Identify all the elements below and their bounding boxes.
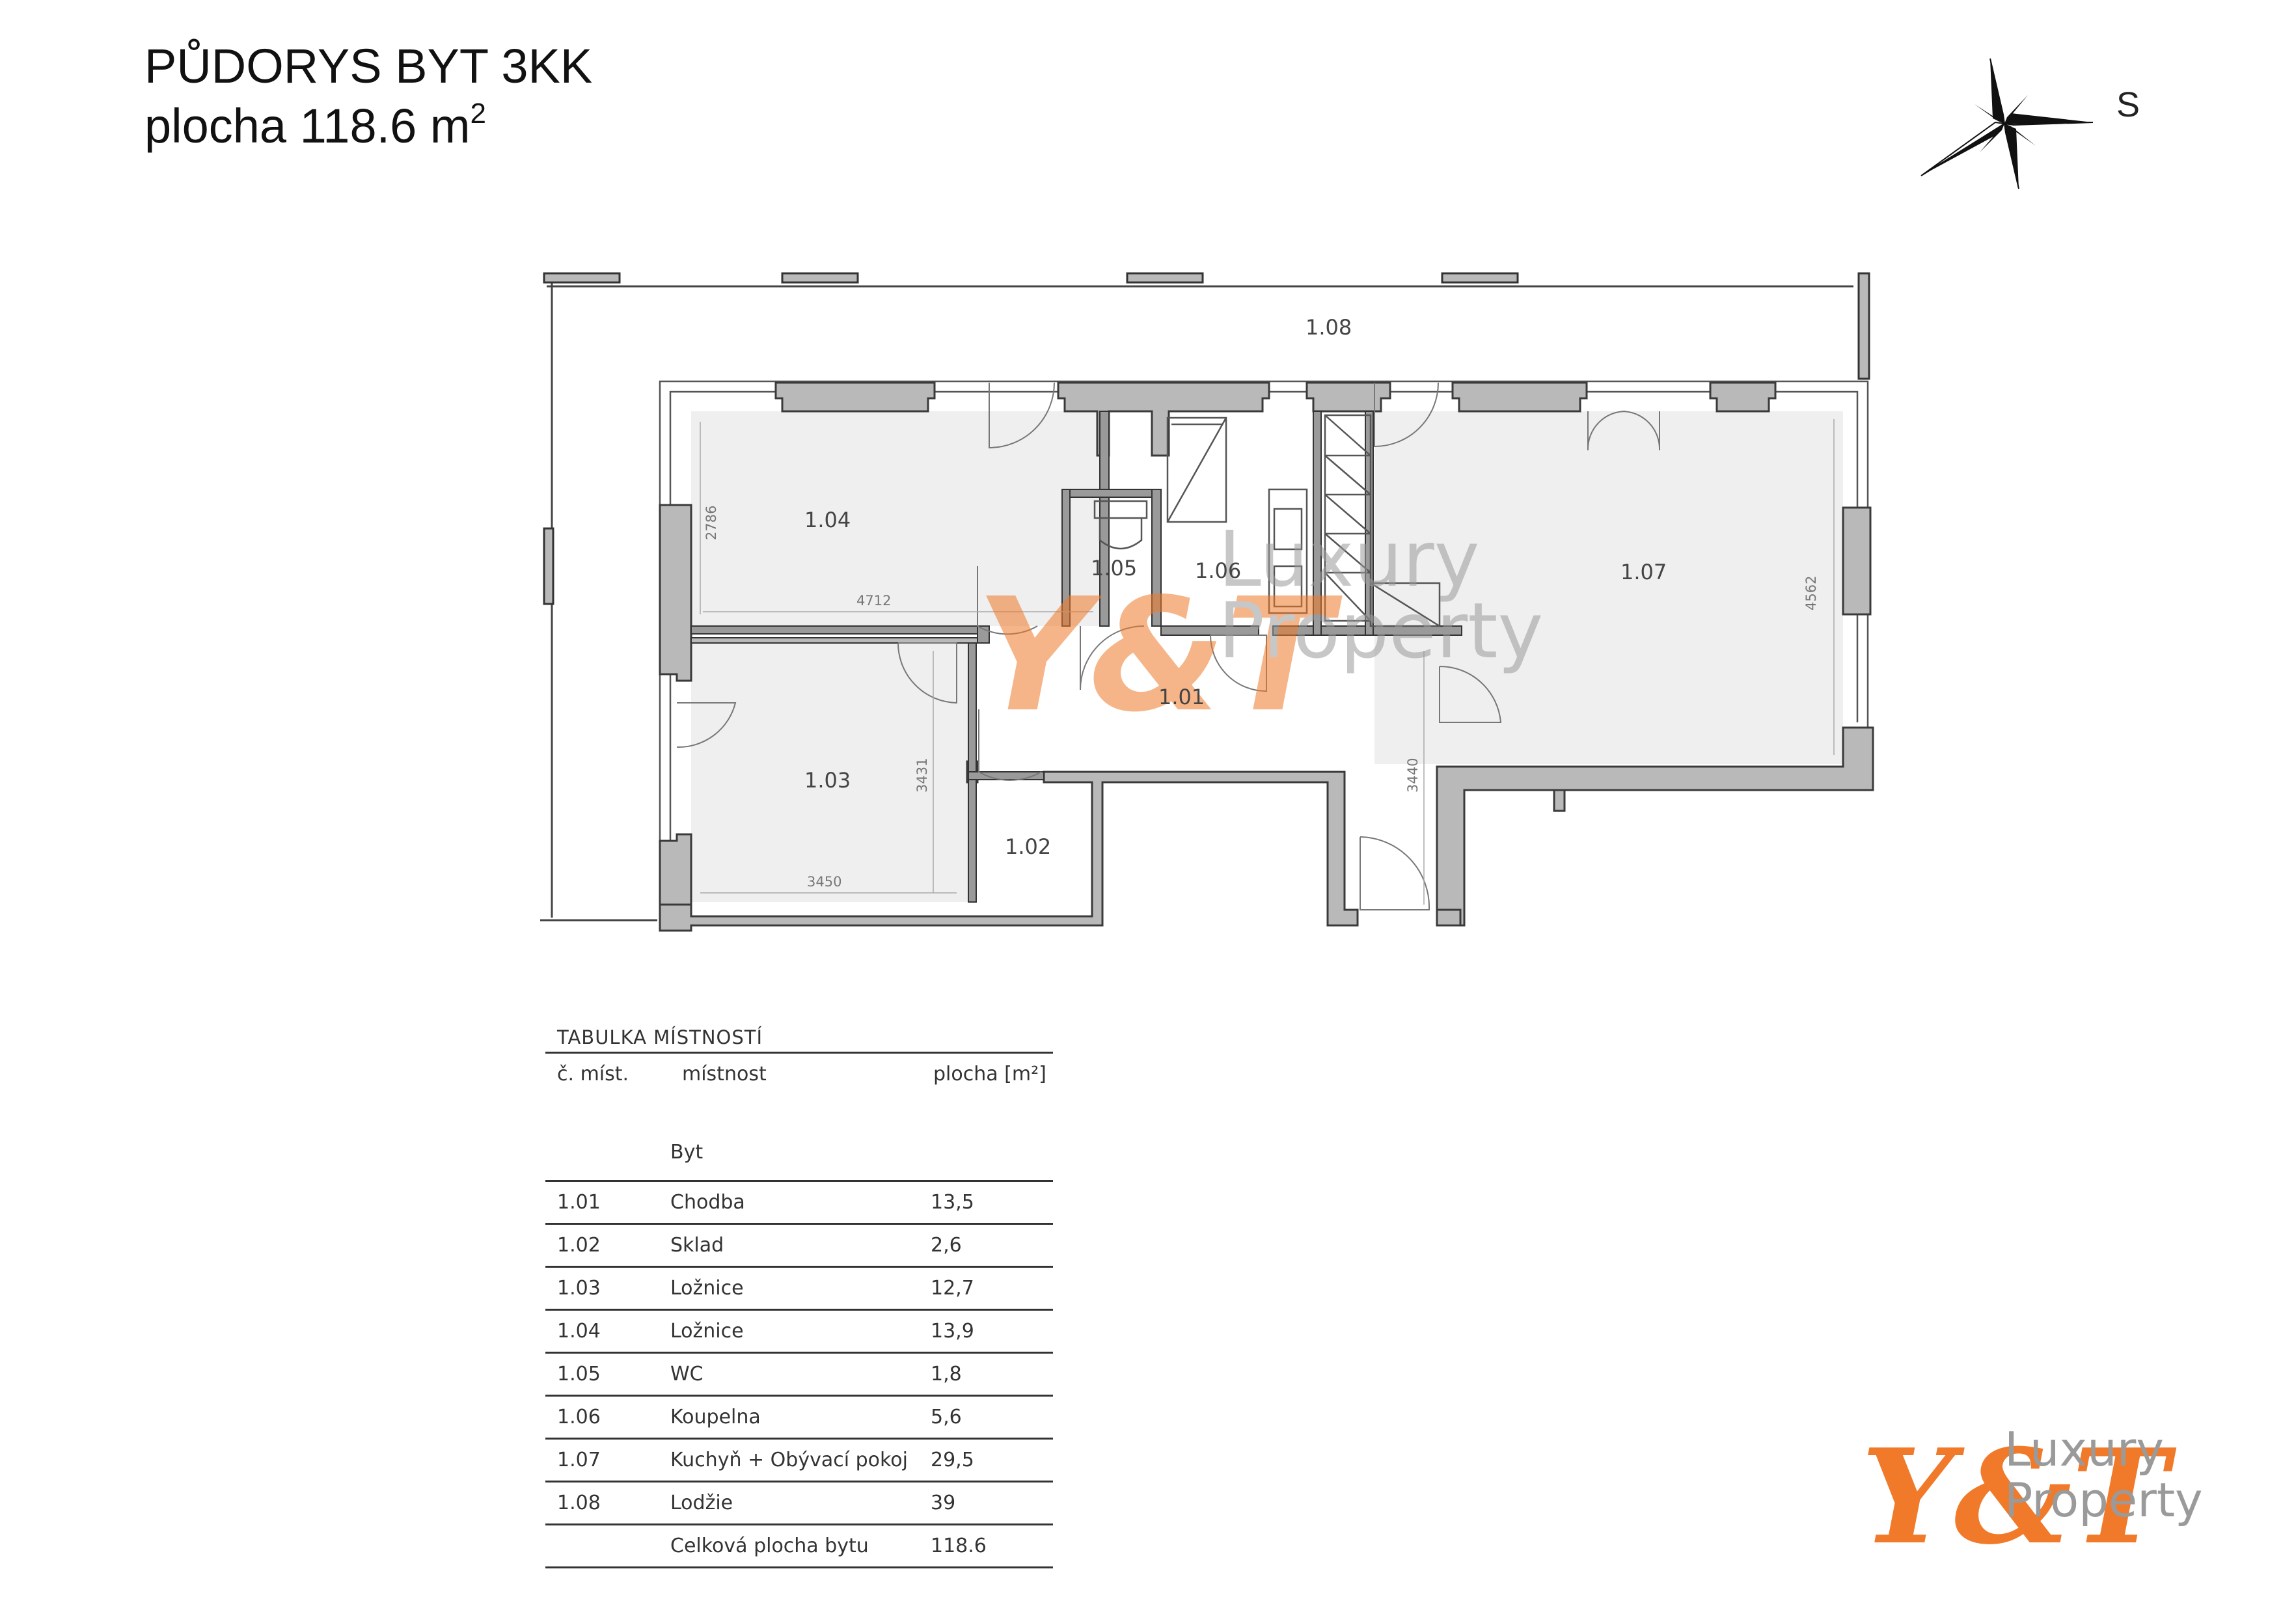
dimension-lines <box>700 419 1835 905</box>
rooms-table: TABULKA MÍSTNOSTÍ č. míst. místnost ploc… <box>545 1014 1053 1568</box>
room-label-1-05: 1.05 <box>1091 556 1137 581</box>
room-label-1-02: 1.02 <box>1005 834 1051 859</box>
table-row: 1.02 Sklad 2,6 <box>545 1225 1053 1268</box>
dimension-3440: 3440 <box>1405 758 1421 793</box>
loggia-railing <box>543 272 1870 605</box>
room-label-1-07: 1.07 <box>1620 560 1667 584</box>
room-label-1-01: 1.01 <box>1158 685 1205 709</box>
brand-line1: Luxury <box>2004 1422 2164 1477</box>
cell-room: Koupelna <box>670 1406 761 1428</box>
total-area: 118.6 <box>931 1535 987 1557</box>
cell-number: 1.06 <box>557 1406 601 1428</box>
table-caption: TABULKA MÍSTNOSTÍ <box>545 1014 1053 1054</box>
page-title: PŮDORYS BYT 3KK plocha 118.6 m2 <box>144 36 592 156</box>
cell-room: Sklad <box>670 1234 724 1257</box>
table-header: č. míst. místnost plocha [m²] <box>545 1054 1053 1095</box>
header-room: místnost <box>682 1063 767 1086</box>
room-label-1-06: 1.06 <box>1195 558 1241 583</box>
brand-logo: Y&T Luxury Property <box>1861 1421 2203 1574</box>
walls <box>659 381 1874 932</box>
cell-room: WC <box>670 1363 704 1386</box>
cell-room: Chodba <box>670 1191 745 1214</box>
cell-area: 13,9 <box>931 1320 974 1343</box>
header-area: plocha [m²] <box>933 1063 1046 1086</box>
plan-watermark-line2: Property <box>1218 586 1543 676</box>
cell-number: 1.05 <box>557 1363 601 1386</box>
door-swings <box>676 382 1661 910</box>
plan-watermark-logo: Y&T Luxury Property <box>976 514 1543 746</box>
area-unit-superscript: 2 <box>470 98 486 130</box>
bathroom-fixtures <box>1093 417 1227 550</box>
cell-number: 1.02 <box>557 1234 601 1257</box>
cell-number: 1.01 <box>557 1191 601 1214</box>
cell-number: 1.04 <box>557 1320 601 1343</box>
brand-monogram: Y&T <box>1861 1421 2176 1574</box>
compass-rose-icon <box>1920 58 2094 189</box>
table-group-row: Byt <box>545 1134 1053 1182</box>
area-text: plocha 118.6 m <box>144 99 471 153</box>
cell-area: 13,5 <box>931 1191 974 1214</box>
title-line-1: PŮDORYS BYT 3KK <box>144 39 593 93</box>
dimension-4562: 4562 <box>1803 576 1819 610</box>
cell-number: 1.03 <box>557 1277 601 1300</box>
cell-area: 5,6 <box>931 1406 962 1428</box>
cell-area: 1,8 <box>931 1363 962 1386</box>
cell-room: Ložnice <box>670 1277 744 1300</box>
brand-line2: Property <box>2004 1473 2203 1527</box>
cell-room: Kuchyň + Obývací pokoj <box>670 1449 908 1471</box>
table-row: 1.07 Kuchyň + Obývací pokoj 29,5 <box>545 1440 1053 1482</box>
room-label-1-03: 1.03 <box>804 768 851 793</box>
cell-room: Ložnice <box>670 1320 744 1343</box>
dimension-2786: 2786 <box>704 506 719 540</box>
room-label-1-08: 1.08 <box>1305 315 1352 340</box>
dimension-3431: 3431 <box>914 758 930 793</box>
compass-south-label: S <box>2116 85 2140 124</box>
plan-watermark-monogram: Y&T <box>976 564 1343 746</box>
table-row: 1.04 Ložnice 13,9 <box>545 1311 1053 1354</box>
table-row: 1.05 WC 1,8 <box>545 1354 1053 1397</box>
group-label: Byt <box>670 1141 704 1164</box>
cell-area: 29,5 <box>931 1449 974 1471</box>
title-line-2: plocha 118.6 m2 <box>144 96 592 156</box>
table-row: 1.08 Lodžie 39 <box>545 1482 1053 1525</box>
kitchen-cabinets <box>1268 414 1441 627</box>
table-total-row: Celková plocha bytu 118.6 <box>545 1525 1053 1568</box>
plan-watermark-line1: Luxury <box>1218 514 1479 604</box>
table-row: 1.06 Koupelna 5,6 <box>545 1397 1053 1440</box>
cell-area: 2,6 <box>931 1234 962 1257</box>
room-label-1-04: 1.04 <box>804 508 851 532</box>
cell-area: 12,7 <box>931 1277 974 1300</box>
dimension-3450: 3450 <box>807 874 841 890</box>
total-label: Celková plocha bytu <box>670 1535 869 1557</box>
dimension-4712: 4712 <box>856 593 891 608</box>
table-row: 1.01 Chodba 13,5 <box>545 1182 1053 1225</box>
cell-number: 1.08 <box>557 1492 601 1514</box>
cell-number: 1.07 <box>557 1449 601 1471</box>
room-floors <box>691 411 1843 902</box>
cell-area: 39 <box>931 1492 956 1514</box>
header-number: č. míst. <box>557 1063 629 1086</box>
table-row: 1.03 Ložnice 12,7 <box>545 1268 1053 1311</box>
cell-room: Lodžie <box>670 1492 733 1514</box>
